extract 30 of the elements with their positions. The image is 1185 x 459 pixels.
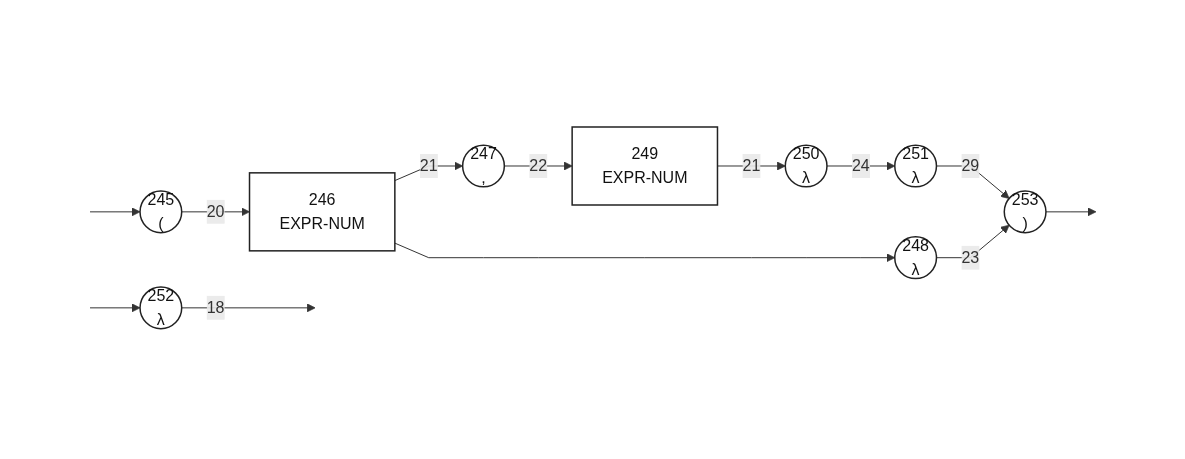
node-label: λ	[911, 260, 920, 278]
node-label: 253	[1011, 190, 1038, 208]
edge-label: 18	[206, 298, 225, 316]
node-label: EXPR-NUM	[601, 169, 687, 187]
node-label: (	[157, 214, 164, 232]
arrow	[89, 207, 140, 217]
node-label: 248	[901, 236, 929, 254]
node-label: 247	[469, 145, 497, 163]
edge-label: 24	[851, 157, 870, 175]
edge-label: 23	[960, 248, 979, 266]
node-label: λ	[156, 310, 165, 328]
node-label: ,	[480, 169, 486, 187]
arrow	[935, 165, 1010, 199]
edge-label: 21	[419, 157, 438, 175]
edge-label: 21	[741, 157, 760, 175]
edge-label: 20	[206, 202, 225, 220]
node-label: 251	[901, 145, 929, 163]
node-label: 249	[630, 145, 658, 163]
node-label: 252	[147, 286, 174, 304]
node-label: EXPR-NUM	[279, 214, 365, 232]
node-label: )	[1021, 214, 1028, 232]
edge-label: 22	[528, 157, 547, 175]
node-label: λ	[911, 169, 920, 187]
arrow	[716, 161, 786, 171]
node-label: 246	[308, 190, 336, 208]
node-label: λ	[801, 169, 810, 187]
arrow	[89, 303, 140, 313]
edge-label: 29	[960, 157, 979, 175]
node-label: 245	[147, 190, 174, 208]
node-label: 250	[792, 145, 819, 163]
